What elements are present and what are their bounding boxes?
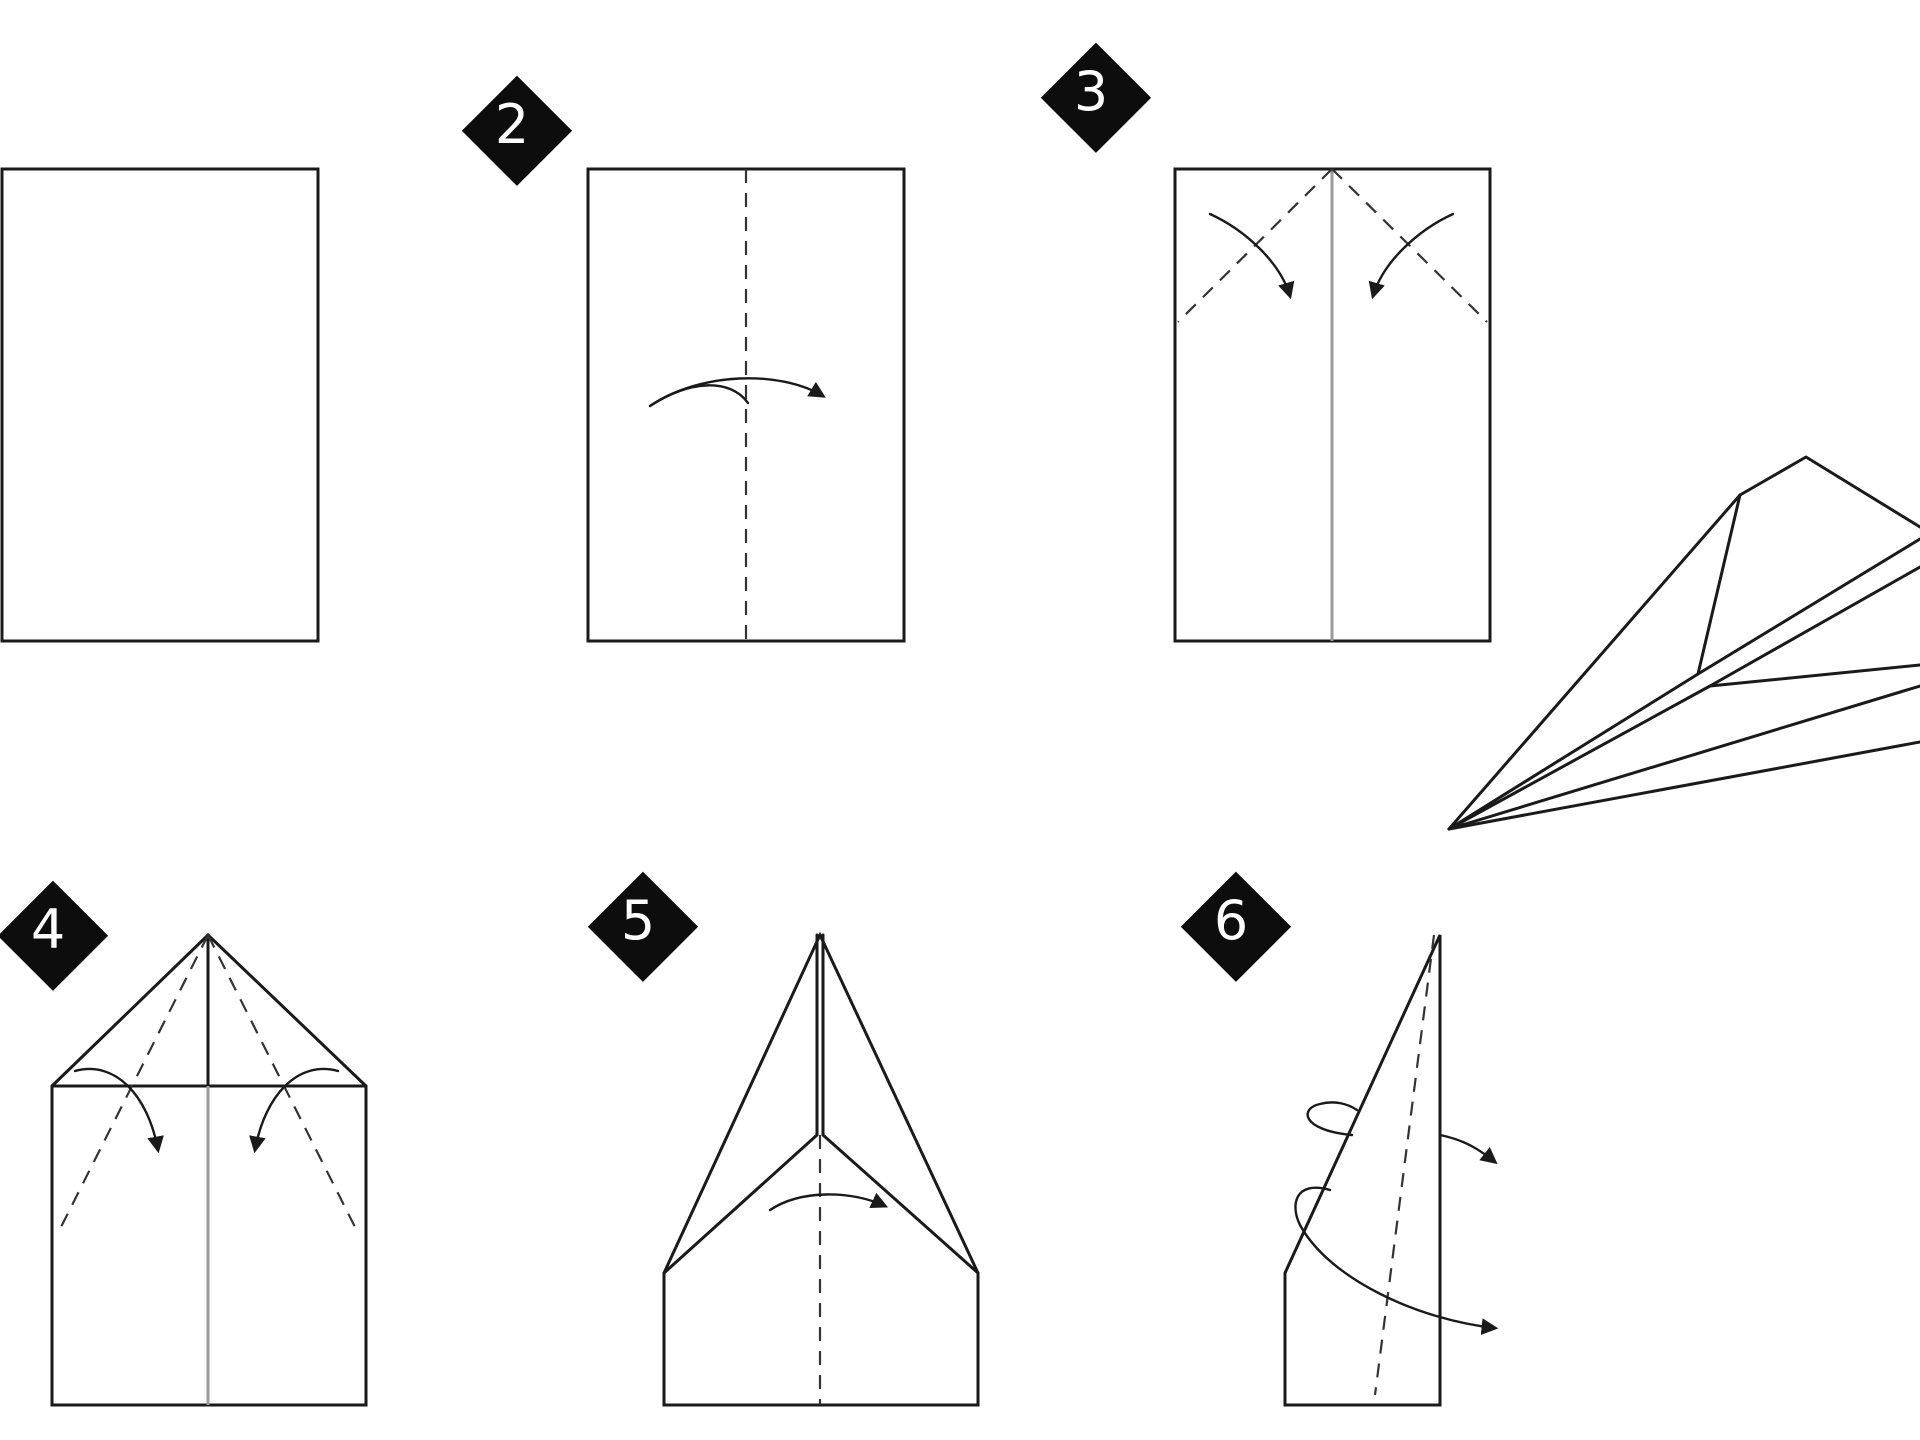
step-5: 5	[587, 871, 980, 1407]
airplane-outline	[1447, 455, 1920, 831]
finished-airplane	[1447, 455, 1920, 831]
step-5-badge: 5	[587, 871, 699, 982]
step-3-right-fold-arrow	[1368, 212, 1455, 300]
step-4-number: 4	[31, 898, 65, 961]
airplane-wing-top	[1447, 672, 1700, 831]
step-6-upper-arrow	[1438, 1133, 1498, 1165]
airplane-wing-bottom	[1447, 740, 1920, 831]
step-4-left-fold-line	[57, 934, 209, 1234]
step-4-right-fold-line	[207, 934, 359, 1234]
step-2-badge-shape	[461, 75, 573, 186]
step-3-left-fold-arrow	[1208, 212, 1295, 300]
step-5-right-flap	[821, 933, 980, 1275]
step-4-left-fold-arrow	[73, 1067, 164, 1154]
airplane-wing-mid	[1708, 565, 1920, 688]
step-1-paper	[0, 167, 320, 643]
step-6-number: 6	[1214, 889, 1248, 952]
step-6-paper	[1283, 934, 1442, 1407]
step-6-upper-arrow-loop	[1306, 1101, 1359, 1137]
step-3-number: 3	[1074, 60, 1108, 123]
step-5-left-flap	[662, 933, 819, 1275]
step-5-number: 5	[621, 889, 655, 952]
step-6-lower-arrow	[1298, 1223, 1499, 1335]
step-2-fold-arrow-head	[648, 377, 826, 408]
step-6-badge: 6	[1180, 871, 1292, 982]
step-6-fold-line	[1373, 934, 1436, 1396]
step-3-badge: 3	[1040, 42, 1152, 153]
step-5-fold-arrow	[768, 1192, 889, 1212]
step-4-badge: 4	[0, 880, 109, 991]
step-4-right-fold-arrow	[249, 1067, 340, 1154]
step-3: 3	[1040, 42, 1492, 643]
step-4: 4	[0, 880, 368, 1407]
airplane-wing-lower	[1447, 684, 1920, 831]
step-2-paper	[586, 167, 906, 643]
step-3-right-fold-line	[1331, 168, 1488, 323]
step-2: 2	[461, 75, 906, 643]
step-2-number: 2	[495, 93, 529, 156]
step-2-badge: 2	[461, 75, 573, 186]
step-6-badge-shape	[1180, 871, 1292, 982]
step-6-lower-arrow-loop	[1294, 1186, 1332, 1227]
step-6: 6	[1180, 871, 1499, 1407]
step-1	[0, 167, 320, 643]
